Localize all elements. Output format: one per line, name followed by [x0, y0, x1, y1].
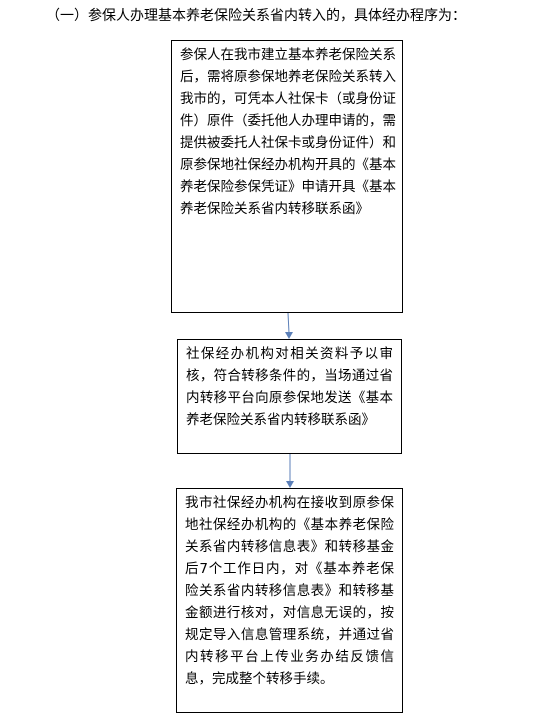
step-text-review: 社保经办机构对相关资料予以审核，符合转移条件的，当场通过省内转移平台向原参保地发… — [186, 346, 393, 428]
arrow-1 — [285, 312, 293, 339]
step-text-apply: 参保人在我市建立基本养老保险关系后，需将原参保地养老保险关系转入我市的，可凭本人… — [180, 47, 396, 217]
arrow-2 — [286, 454, 294, 488]
step-box-complete: 我市社保经办机构在接收到原参保地社保经办机构的《基本养老保险关系省内转移信息表》… — [176, 488, 403, 713]
section-heading: （一）参保人办理基本养老保险关系省内转入的，具体经办程序为： — [46, 8, 466, 24]
step-box-apply: 参保人在我市建立基本养老保险关系后，需将原参保地养老保险关系转入我市的，可凭本人… — [171, 40, 403, 313]
step-text-complete: 我市社保经办机构在接收到原参保地社保经办机构的《基本养老保险关系省内转移信息表》… — [185, 495, 394, 687]
step-box-review: 社保经办机构对相关资料予以审核，符合转移条件的，当场通过省内转移平台向原参保地发… — [177, 339, 402, 454]
